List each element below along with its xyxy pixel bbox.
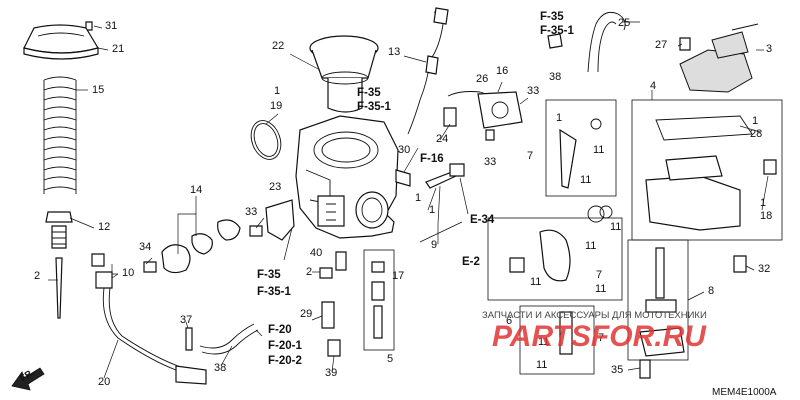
callout-33-bottom: 33 <box>484 156 497 168</box>
callout-1-left: 1 <box>274 85 281 97</box>
callout-17: 17 <box>392 270 405 282</box>
part-adjust-screws <box>395 163 465 189</box>
callout-7-bottom: 7 <box>598 332 605 344</box>
callout-15: 15 <box>92 84 105 96</box>
diagram-code: MEM4E1000A <box>712 387 777 398</box>
callout-8: 8 <box>708 285 715 297</box>
callout-22: 22 <box>272 40 285 52</box>
ref-f35-top: F-35 <box>540 11 564 23</box>
part-drain-screw-group <box>627 239 747 379</box>
part-sensor-wire <box>407 7 501 135</box>
ref-f16: F-16 <box>420 153 444 165</box>
callout-26: 26 <box>476 73 489 85</box>
callout-10: 10 <box>122 267 135 279</box>
callout-1-mid: 1 <box>415 192 422 204</box>
ref-f201: F-20-1 <box>268 340 302 352</box>
part-diaphragm-piston <box>309 35 379 113</box>
callout-35: 35 <box>611 364 624 376</box>
ref-e34: E-34 <box>470 214 495 226</box>
callout-11-d: 11 <box>585 240 597 252</box>
callout-25: 25 <box>618 17 631 29</box>
part-vent-hose <box>547 11 626 73</box>
part-spring <box>43 76 77 194</box>
callout-14: 14 <box>190 184 203 196</box>
watermark-caption: ЗАПЧАСТИ И АКСЕССУАРЫ ДЛЯ МОТОТЕХНИКИ <box>482 310 707 321</box>
callout-19: 19 <box>270 100 283 112</box>
callout-21: 21 <box>112 43 125 55</box>
callout-5: 5 <box>387 353 394 365</box>
part-cable-hose <box>91 253 207 385</box>
part-throttle-sensor <box>477 91 523 141</box>
callout-13: 13 <box>388 46 401 58</box>
callout-1-right: 1 <box>429 204 436 216</box>
callout-38-top: 38 <box>549 71 562 83</box>
front-direction-arrow <box>11 367 45 391</box>
callout-38-bottom: 38 <box>214 362 227 374</box>
leader-lines <box>48 21 769 379</box>
part-cover-top-left <box>23 21 99 60</box>
callout-29: 29 <box>300 308 313 320</box>
part-throttle-linkage <box>143 219 241 274</box>
part-carburetor-body <box>295 115 399 239</box>
part-jet-stack <box>319 251 347 357</box>
callout-34: 34 <box>139 241 152 253</box>
callout-31: 31 <box>105 20 118 32</box>
callout-11-e: 11 <box>530 276 542 288</box>
callout-7-mid: 7 <box>596 269 603 281</box>
part-drain-hose <box>185 323 259 355</box>
callout-11-b: 11 <box>580 174 592 186</box>
part-o-ring <box>250 120 282 160</box>
ref-f202: F-20-2 <box>268 355 302 367</box>
callout-4: 4 <box>650 80 657 92</box>
callout-33-left: 33 <box>245 206 258 218</box>
part-throttle-bracket <box>249 199 295 241</box>
part-jet-needle <box>55 257 63 319</box>
callout-11-a: 11 <box>593 144 605 156</box>
callout-3: 3 <box>766 43 773 55</box>
callout-33-right: 33 <box>527 85 540 97</box>
part-float-bowl <box>631 99 783 241</box>
callout-12: 12 <box>98 221 111 233</box>
part-needle-holder <box>45 211 73 249</box>
callout-16: 16 <box>496 65 509 77</box>
ref-f20: F-20 <box>268 324 292 336</box>
callout-28: 28 <box>750 128 763 140</box>
callout-20: 20 <box>98 376 111 388</box>
callout-1-box7: 1 <box>556 112 563 124</box>
callout-9: 9 <box>431 239 438 251</box>
callout-1-screw: 1 <box>760 197 767 209</box>
ref-e2: E-2 <box>462 256 480 268</box>
callout-11-c: 11 <box>610 221 622 233</box>
callout-24: 24 <box>436 133 449 145</box>
callout-37: 37 <box>180 314 193 326</box>
ref-f35-mid: F-35 <box>357 87 381 99</box>
callout-30: 30 <box>398 144 411 156</box>
part-accel-pump-group <box>487 99 623 375</box>
callout-11-f: 11 <box>595 283 607 295</box>
callout-2-needle: 2 <box>34 270 41 282</box>
callout-1-bowl: 1 <box>752 115 759 127</box>
ref-f35-left: F-35 <box>257 269 281 281</box>
callout-23: 23 <box>269 181 282 193</box>
callout-11-h: 11 <box>536 359 548 371</box>
callout-39: 39 <box>325 367 338 379</box>
callout-7-top: 7 <box>527 150 534 162</box>
ref-f351-left: F-35-1 <box>257 286 291 298</box>
callout-2-jet: 2 <box>306 266 313 278</box>
callout-32: 32 <box>758 263 771 275</box>
callout-18: 18 <box>760 210 773 222</box>
callout-40: 40 <box>310 247 323 259</box>
part-box-5 <box>363 249 395 351</box>
callout-6: 6 <box>506 315 513 327</box>
ref-f351-top: F-35-1 <box>540 25 574 37</box>
part-float <box>679 23 759 93</box>
watermark-logo-text: PARTSFOR.RU <box>492 320 706 353</box>
callout-27: 27 <box>655 39 668 51</box>
callout-11-g: 11 <box>538 336 550 348</box>
ref-f351-mid: F-35-1 <box>357 101 391 113</box>
